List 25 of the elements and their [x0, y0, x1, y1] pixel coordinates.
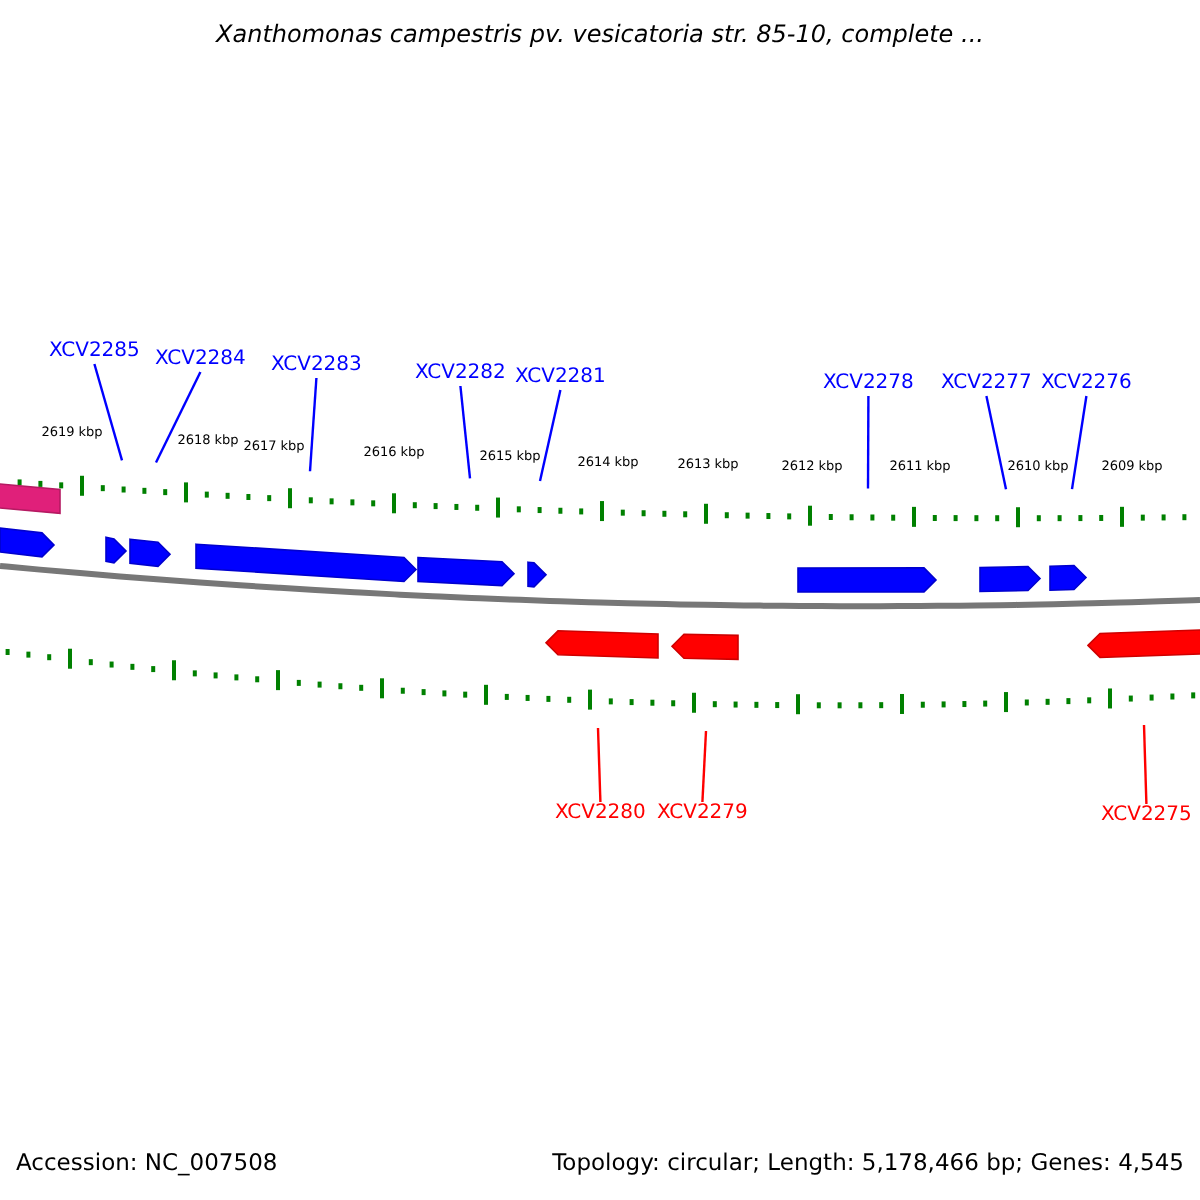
accession-text: Accession: NC_007508 [16, 1148, 278, 1176]
gene-label: XCV2283 [271, 354, 362, 378]
leader-line [93, 363, 124, 461]
gene-label: XCV2276 [1041, 372, 1132, 396]
gene-label: XCV2277 [941, 372, 1032, 396]
leader-line [985, 395, 1008, 490]
leader-line [538, 389, 562, 482]
genome-info-text: Topology: circular; Length: 5,178,466 bp; Genes: 4,545 [552, 1148, 1184, 1176]
gene-label: XCV2279 [657, 802, 748, 826]
gene-label: XCV2280 [555, 802, 646, 826]
leader-line [1070, 395, 1088, 490]
gene-label: XCV2282 [415, 362, 506, 386]
leader-line [154, 371, 202, 464]
leader-line [701, 730, 708, 803]
leader-line [866, 396, 870, 489]
gene-label: XCV2285 [49, 340, 140, 364]
gene-label: XCV2278 [823, 372, 914, 396]
leader-line [459, 385, 472, 479]
leader-line [596, 727, 602, 803]
gene-label: XCV2275 [1101, 804, 1192, 828]
leader-line [1142, 724, 1148, 805]
gene-label: XCV2284 [155, 348, 246, 372]
leader-line [308, 377, 318, 472]
gene-label: XCV2281 [515, 366, 606, 390]
title: Xanthomonas campestris pv. vesicatoria str. 85-10, complete ... [213, 20, 986, 48]
